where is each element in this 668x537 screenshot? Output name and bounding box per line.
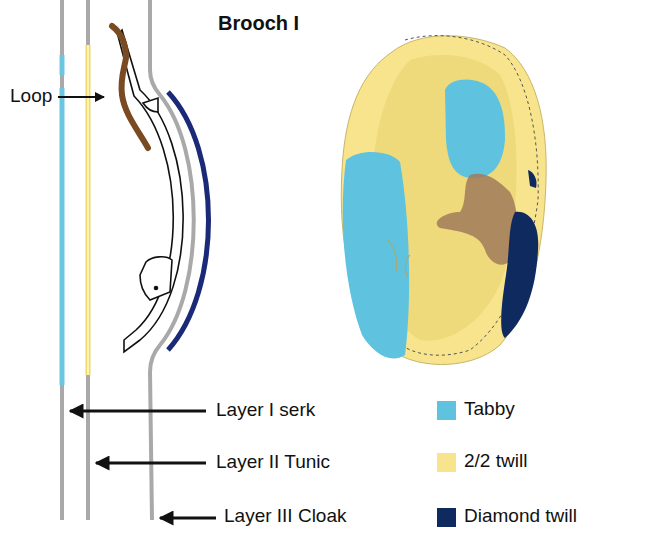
layer-label: Layer II Tunic [216, 452, 330, 473]
legend-swatch [437, 508, 456, 527]
serk-layer [62, 0, 63, 520]
legend-swatch [437, 401, 456, 420]
brooch-section [118, 30, 183, 352]
layer-label: Layer I serk [216, 400, 315, 421]
layer-label: Layer III Cloak [224, 506, 347, 527]
leader-arrows [58, 97, 216, 518]
loop-label: Loop [10, 86, 52, 107]
diagram-title: Brooch I [218, 12, 299, 34]
loop-strand [112, 26, 148, 148]
legend-swatch [437, 453, 456, 472]
legend-text: Diamond twill [464, 506, 577, 527]
legend-text: Tabby [464, 399, 515, 420]
tunic-layer [88, 0, 89, 520]
legend-text: 2/2 twill [464, 451, 527, 472]
brooch-face [341, 36, 546, 365]
